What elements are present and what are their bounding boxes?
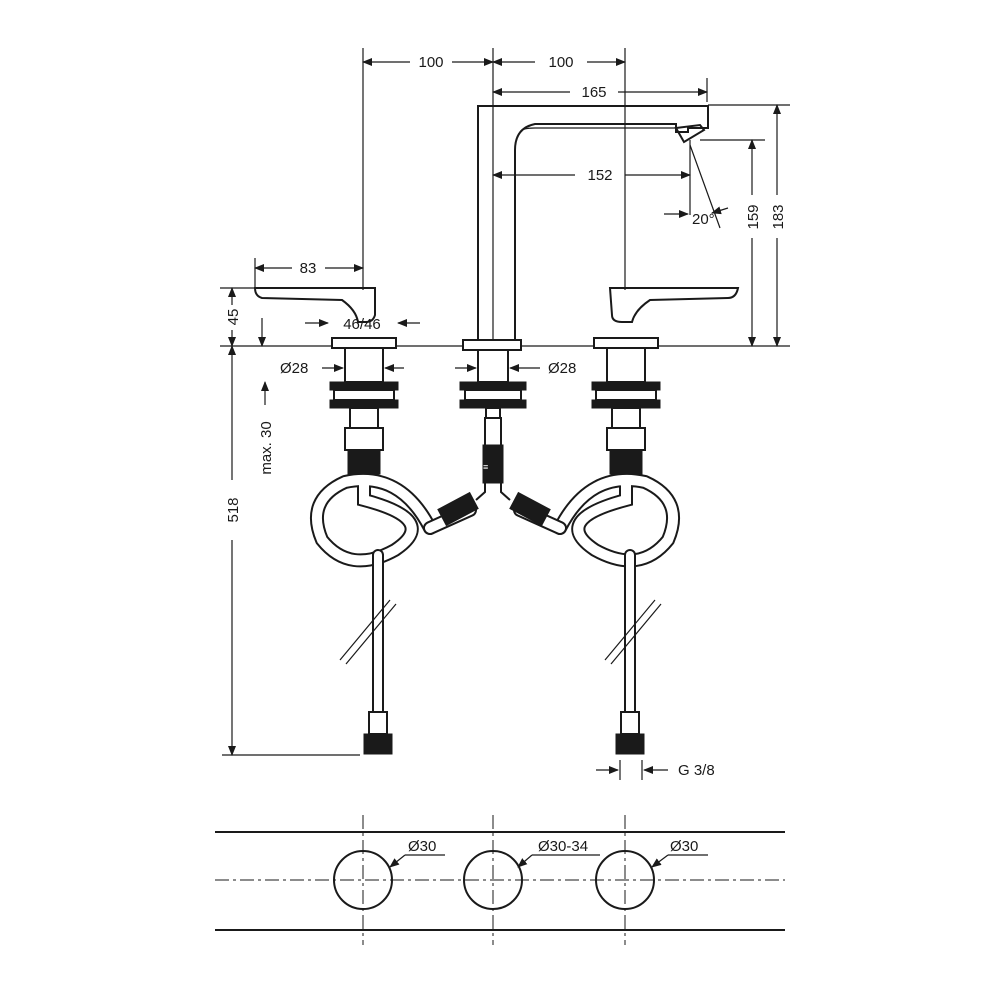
dim-connection-thread: G 3/8 — [678, 762, 715, 779]
dim-max-thickness: max. 30 — [258, 421, 275, 474]
mounting-surface-view: Ø30 Ø30-34 Ø30 — [215, 815, 785, 945]
hole-left — [333, 850, 393, 910]
dim-spout-reach-outlet: 152 — [587, 167, 612, 184]
dim-spout-reach: 165 — [581, 84, 606, 101]
dim-handle-body-diameter: Ø28 — [280, 360, 308, 377]
hole-right-diameter: Ø30 — [670, 838, 698, 855]
dim-spacing-left: 100 — [418, 54, 443, 71]
dim-spout-height: 183 — [770, 204, 787, 229]
right-handle — [591, 287, 740, 485]
dim-outlet-height: 159 — [745, 204, 762, 229]
hole-center-diameter: Ø30-34 — [538, 838, 588, 855]
dim-handle-rotation: 46/46 — [343, 316, 381, 333]
dim-handle-reach: 83 — [300, 260, 317, 277]
hoses — [310, 472, 680, 755]
svg-text:≡: ≡ — [483, 462, 488, 472]
spout: ≡ — [459, 105, 709, 501]
dim-spout-body-diameter: Ø28 — [548, 360, 576, 377]
dim-spacing-right: 100 — [548, 54, 573, 71]
dim-handle-height: 45 — [225, 309, 242, 326]
hole-right — [595, 850, 655, 910]
dimension-lines — [228, 58, 781, 780]
dim-spout-angle: 20° — [692, 211, 715, 228]
hole-left-diameter: Ø30 — [408, 838, 436, 855]
dim-hose-length: 518 — [225, 497, 242, 522]
hole-center — [463, 850, 523, 910]
dimension-labels: 100 100 165 152 20° 159 183 83 45 46/46 … — [225, 54, 787, 779]
